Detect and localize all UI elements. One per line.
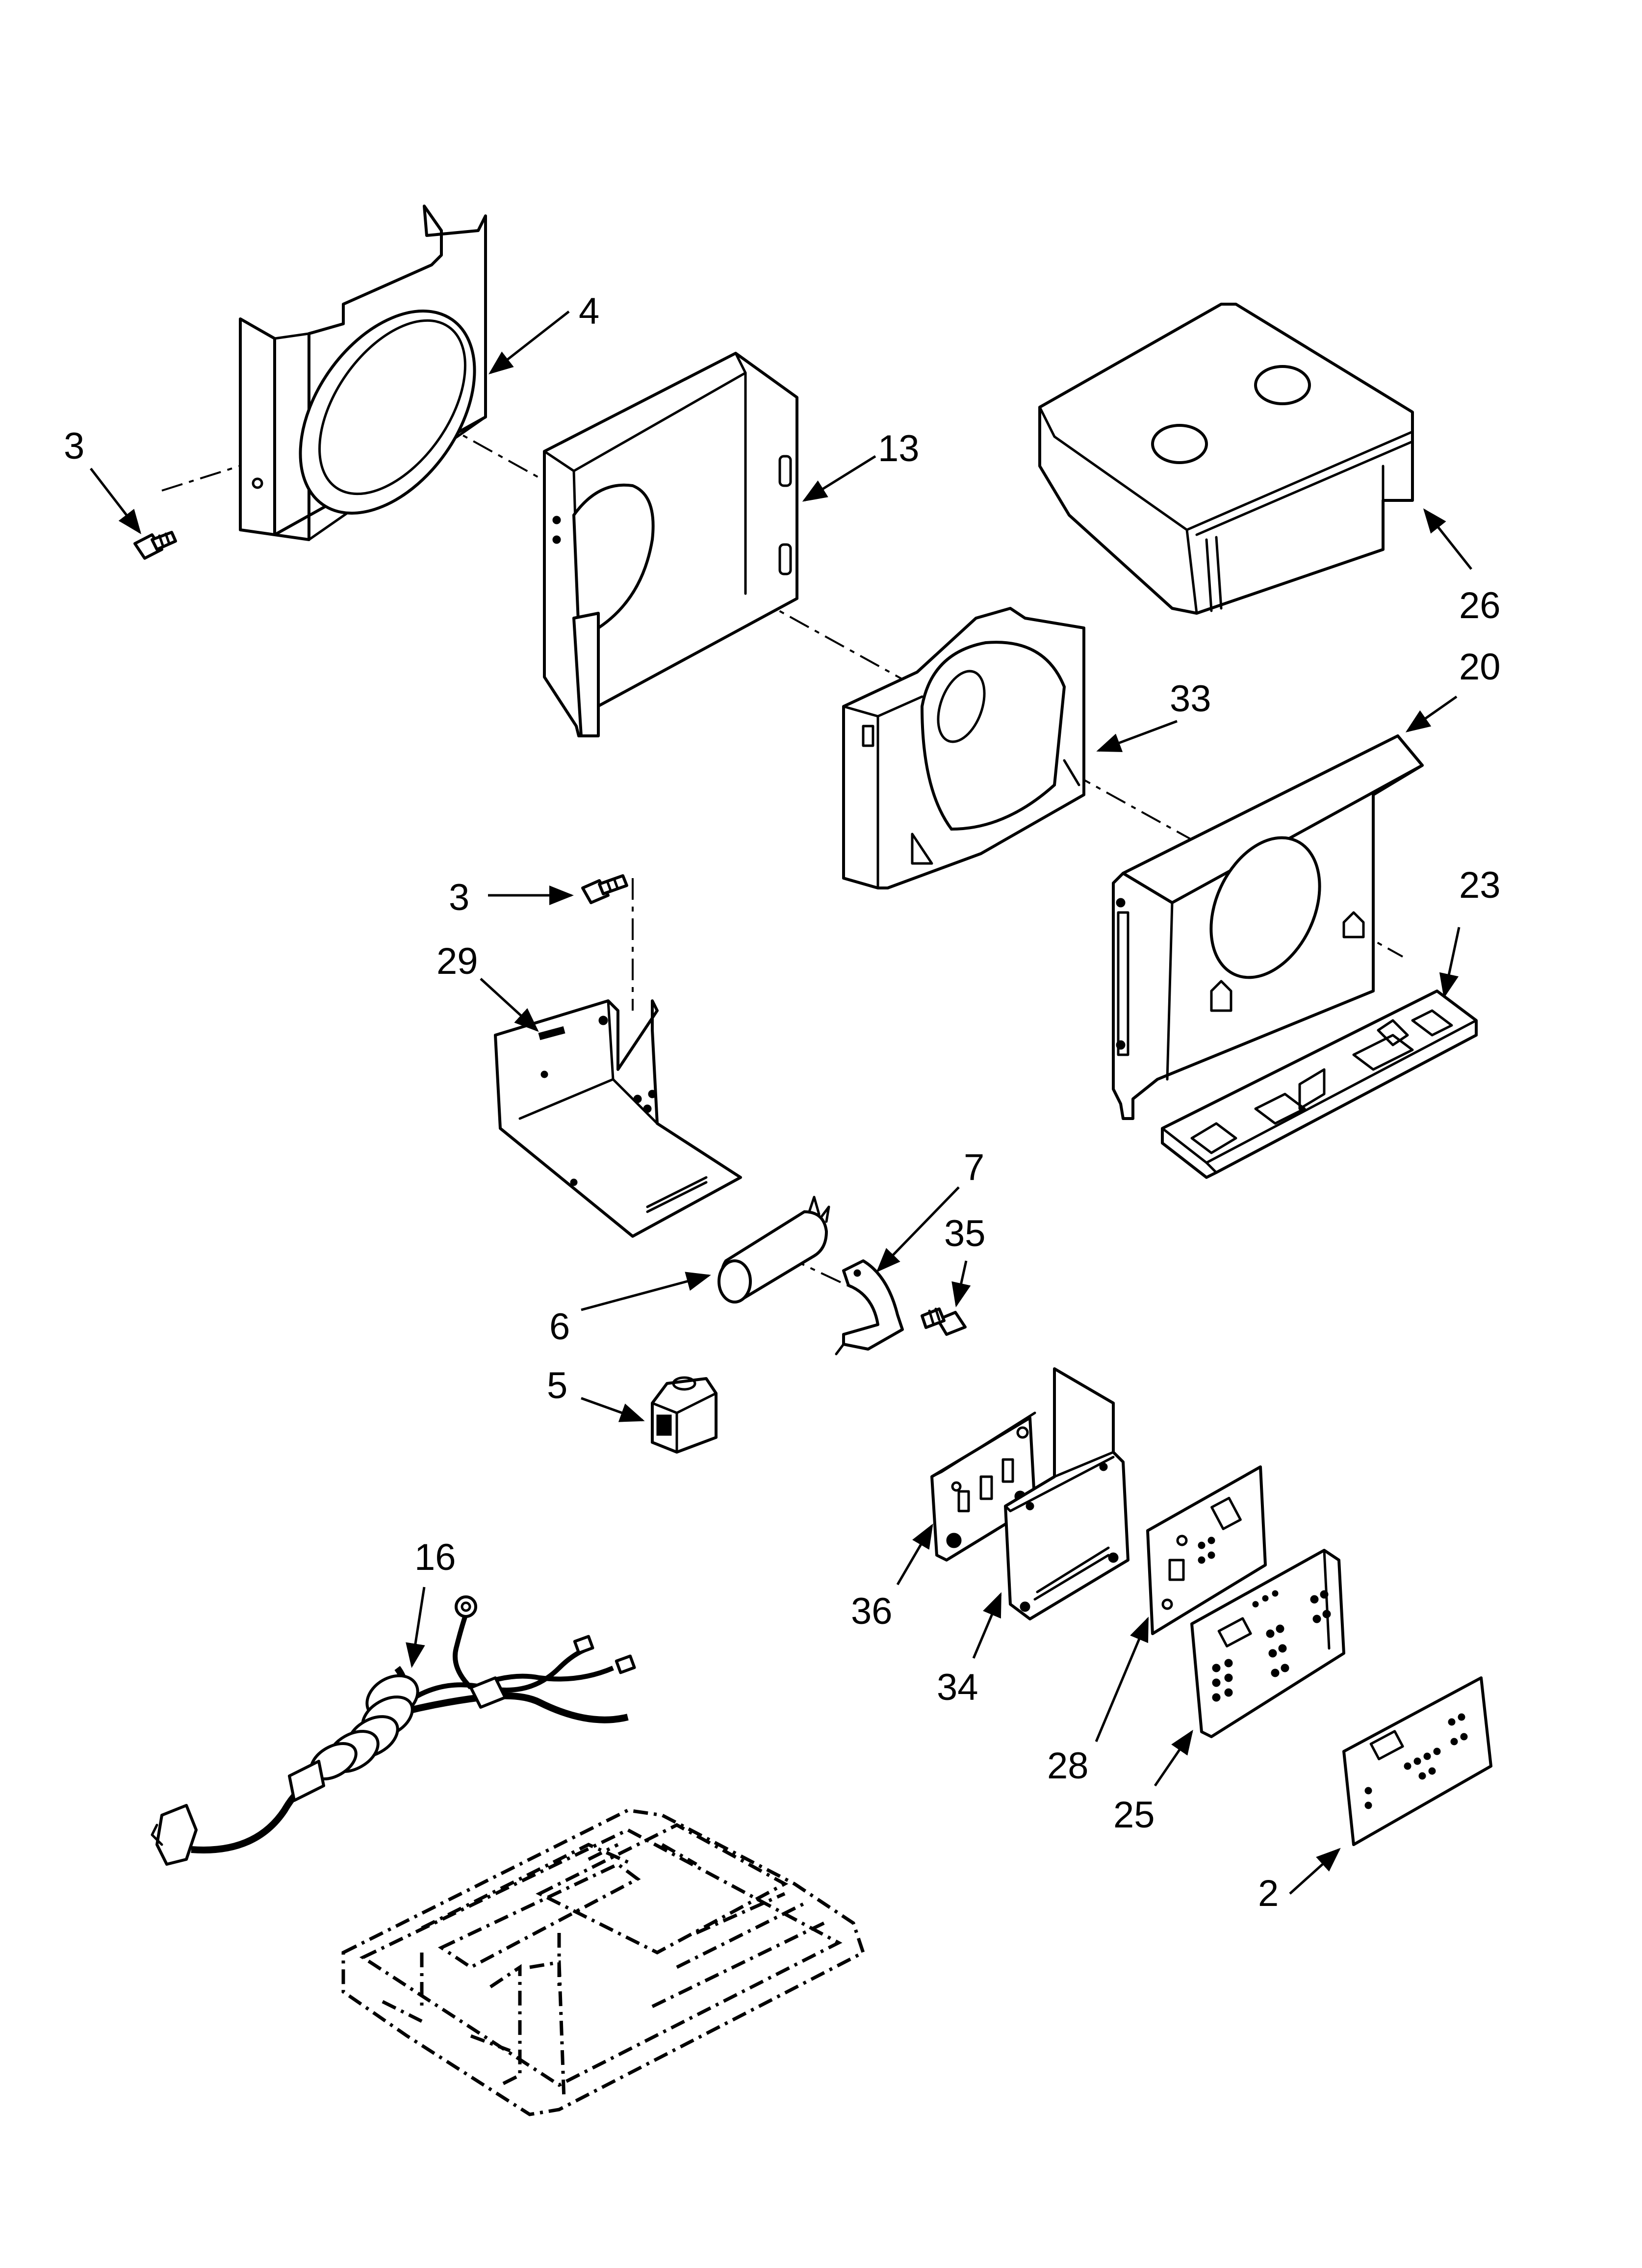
callout-29: 29 <box>436 940 478 982</box>
part-13-housing-panel <box>543 352 798 737</box>
part-33-scroll <box>842 607 1085 889</box>
callout-36: 36 <box>851 1590 893 1632</box>
callout-13: 13 <box>878 428 920 469</box>
phantom-base-pan <box>341 1808 866 2116</box>
part-29-bracket <box>494 999 742 1238</box>
callout-20: 20 <box>1459 646 1501 688</box>
part-3-screw-mid <box>581 874 628 904</box>
callout-26: 26 <box>1459 585 1501 626</box>
callout-3-top: 3 <box>64 425 84 467</box>
callout-5: 5 <box>547 1365 567 1407</box>
part-5-relay <box>651 1376 718 1454</box>
part-25-control-panel <box>1190 1549 1345 1738</box>
panel-buttons <box>1212 1590 1331 1702</box>
part-36-switch-board <box>930 1411 1036 1562</box>
part-4-baffle <box>239 205 487 541</box>
callout-6: 6 <box>549 1306 570 1348</box>
part-20-orifice-panel <box>1112 734 1424 1120</box>
part-35-screw <box>921 1307 967 1336</box>
part-34-control-board <box>1004 1367 1129 1620</box>
callout-23: 23 <box>1459 864 1501 906</box>
callout-28: 28 <box>1047 1745 1089 1787</box>
part-6-capacitor <box>718 1196 830 1303</box>
part-16-power-cord <box>151 1595 636 1866</box>
callout-7: 7 <box>964 1147 984 1188</box>
callout-labels: 3 4 13 26 20 33 3 23 29 7 35 6 5 16 36 3… <box>64 290 1501 1914</box>
callout-35: 35 <box>944 1213 986 1254</box>
part-7-strap <box>835 1259 904 1356</box>
callout-2: 2 <box>1258 1873 1279 1914</box>
part-26-cover <box>1038 303 1414 615</box>
callout-3-mid: 3 <box>449 877 469 918</box>
callout-4: 4 <box>579 290 599 332</box>
callout-33: 33 <box>1170 678 1211 720</box>
part-28-display-board <box>1146 1465 1267 1635</box>
callout-25: 25 <box>1113 1794 1155 1836</box>
leader-arrows <box>90 311 1472 1895</box>
callout-16: 16 <box>414 1537 456 1578</box>
part-2-overlay <box>1342 1676 1492 1846</box>
callout-34: 34 <box>937 1667 978 1708</box>
part-3-screw-top <box>133 531 177 560</box>
